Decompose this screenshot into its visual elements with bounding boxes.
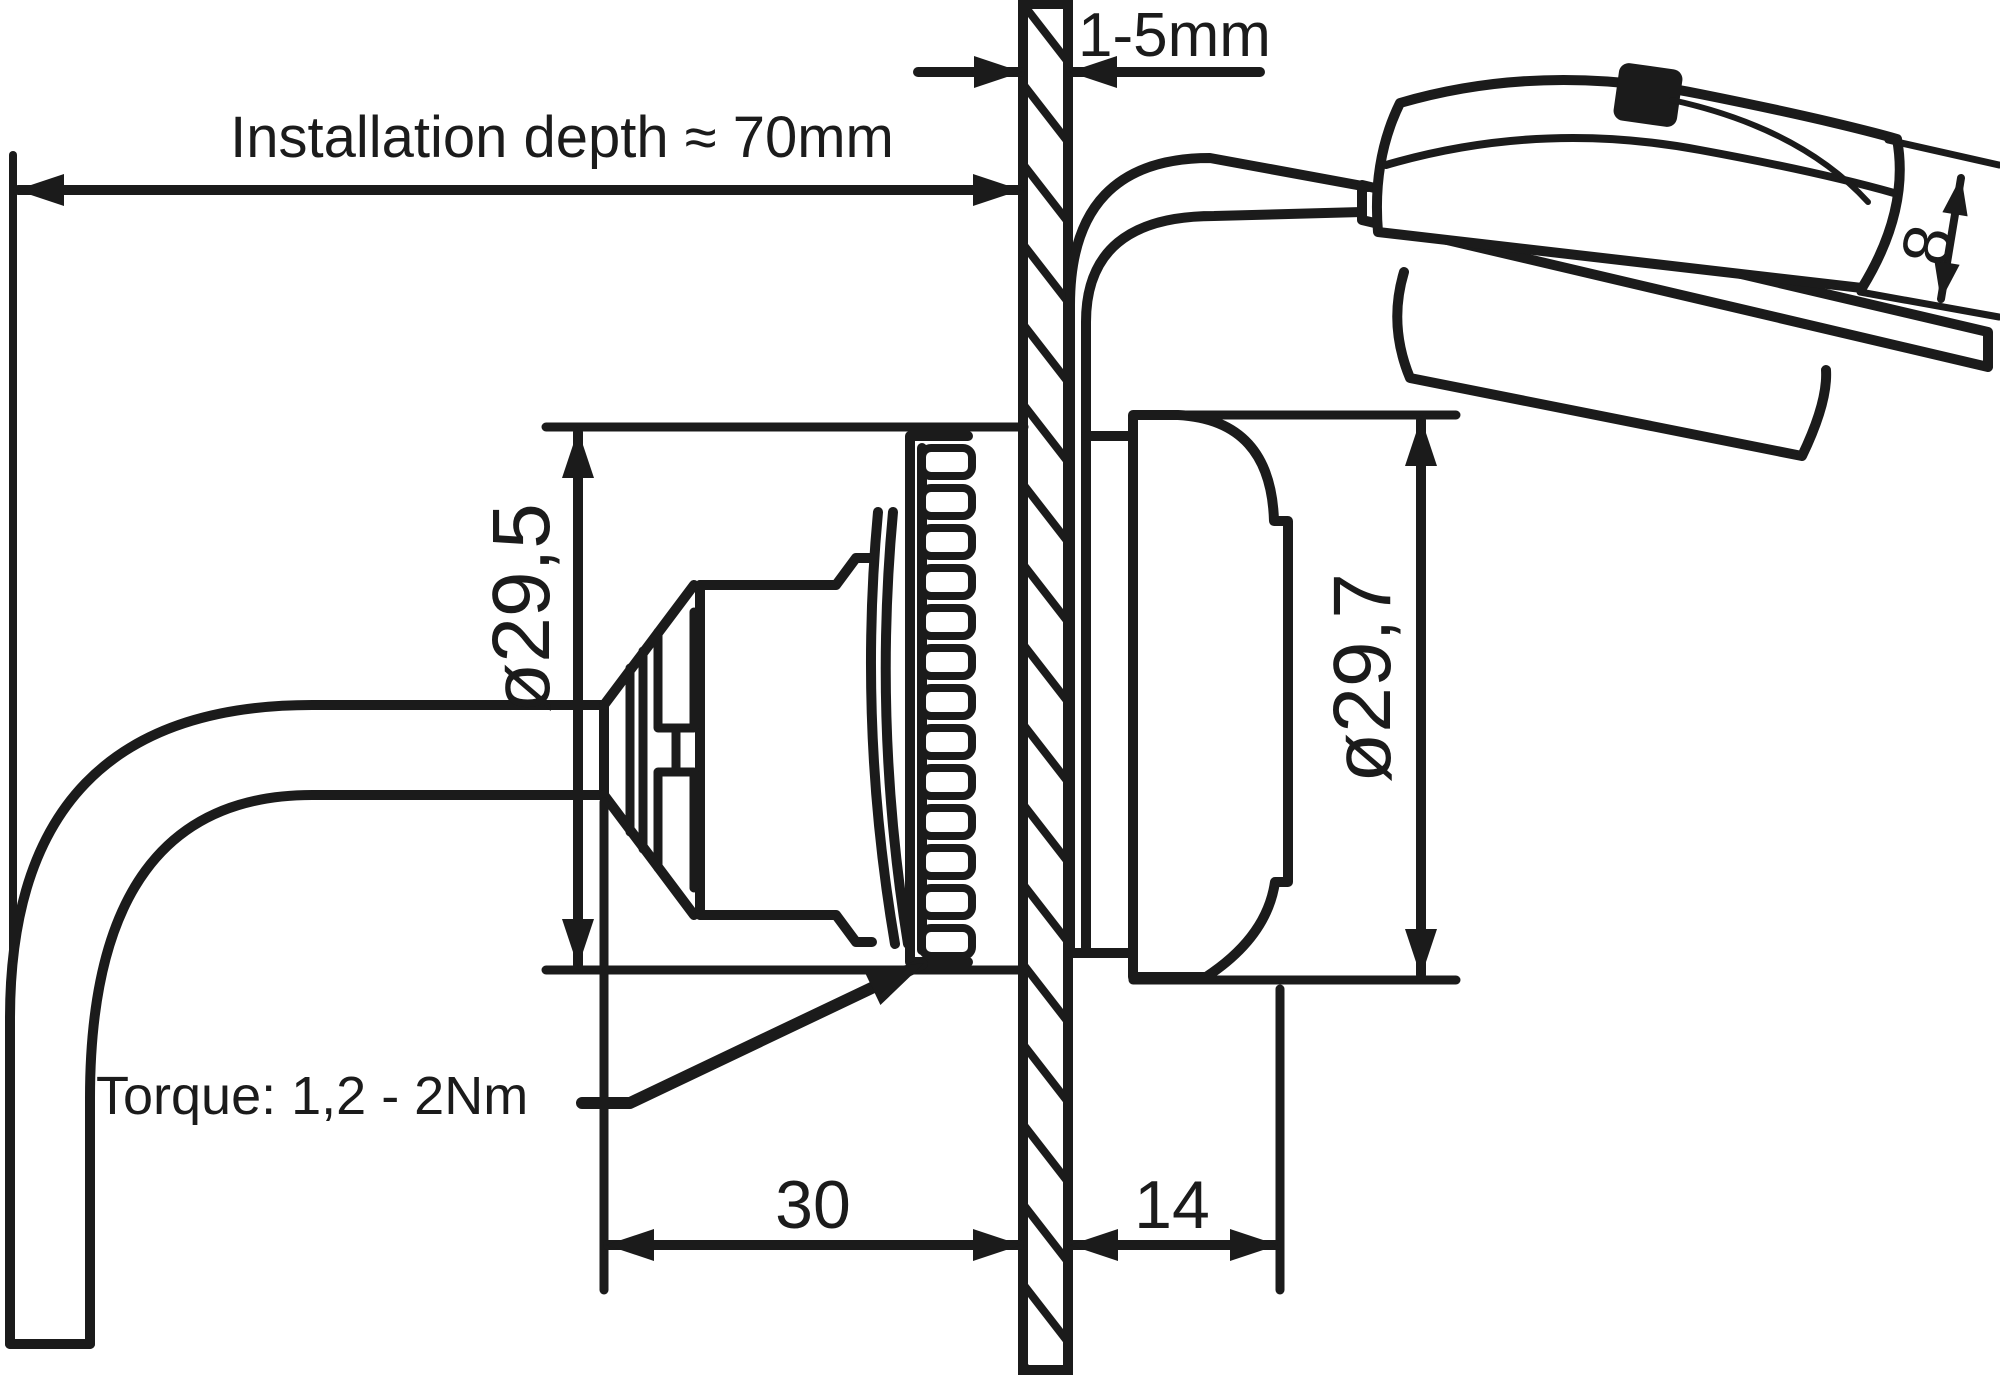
cone-ribs	[625, 646, 648, 854]
dim-front-diameter: ø29,7	[1128, 410, 1461, 985]
bracket-strip-outer	[1065, 153, 1373, 957]
dim-panel-thickness: 1-5mm	[913, 1, 1271, 89]
panel-cross-section	[1018, 0, 1073, 1375]
nut-tooth	[918, 804, 976, 840]
rear-body	[599, 553, 877, 947]
seal-arc-outer	[866, 507, 900, 949]
nut-tooth	[918, 844, 976, 880]
nut-tooth	[918, 644, 976, 680]
dim-label-front-length: 14	[1134, 1167, 1210, 1243]
nut-tooth	[918, 684, 976, 720]
seal-arc-inner	[880, 507, 913, 949]
cylinder-outline	[695, 553, 877, 947]
seal-washer	[866, 507, 913, 949]
front-mount	[1065, 153, 1373, 958]
dimensions: Installation depth ≈ 70mm 1-5mm ø29,5 ø2…	[9, 1, 2000, 1295]
dim-label-rear-length: 30	[775, 1167, 851, 1243]
cone-slots	[653, 607, 699, 893]
nut-tooth	[918, 524, 976, 560]
cable-outer-edge	[5, 700, 609, 1349]
nut-tooth	[918, 924, 976, 960]
extension-lines	[1856, 136, 2000, 321]
dim-label-front-diameter: ø29,7	[1317, 573, 1408, 783]
dim-label-installation-depth: Installation depth ≈ 70mm	[230, 105, 894, 170]
nut-tooth	[918, 564, 976, 600]
torque-leader-line	[576, 958, 928, 1109]
connector-wire	[1669, 97, 1871, 205]
remote-head	[1357, 63, 1993, 461]
dim-installation-depth: Installation depth ≈ 70mm	[9, 105, 1024, 962]
connector-block	[1613, 63, 1683, 127]
remote-head-lower-housing	[1392, 267, 1832, 461]
knurled-nut	[905, 431, 976, 967]
nut-tooth	[918, 764, 976, 800]
nut-tooth	[918, 724, 976, 760]
dim-rear-length: 30	[599, 797, 1024, 1295]
extension-lines	[1128, 410, 1461, 985]
dimension-line	[1934, 174, 1968, 303]
dim-label-rear-diameter: ø29,5	[476, 503, 567, 713]
nut-tooth	[918, 484, 976, 520]
dim-label-panel-thickness: 1-5mm	[1078, 1, 1271, 70]
remote-head-lid-seam	[1382, 134, 1898, 197]
torque-label: Torque: 1,2 - 2Nm	[96, 1066, 528, 1126]
strain-relief-cone	[599, 580, 699, 920]
cable-inner-edge	[85, 790, 609, 1349]
front-head-outline	[1128, 410, 1293, 982]
nut-tooth	[918, 884, 976, 920]
bracket-strip-inner	[1081, 207, 1367, 957]
dim-rear-diameter: ø29,5	[476, 422, 1029, 975]
sensor-front-head	[1128, 410, 1293, 982]
dim-front-length: 14	[1067, 984, 1285, 1295]
extension-lines	[541, 422, 1029, 975]
torque-note: Torque: 1,2 - 2Nm	[96, 958, 928, 1126]
front-bezel	[1065, 431, 1138, 958]
nut-tooth	[918, 604, 976, 640]
cable	[5, 700, 609, 1349]
nut-tooth	[918, 444, 976, 480]
mounting-panel	[1018, 0, 1073, 1375]
